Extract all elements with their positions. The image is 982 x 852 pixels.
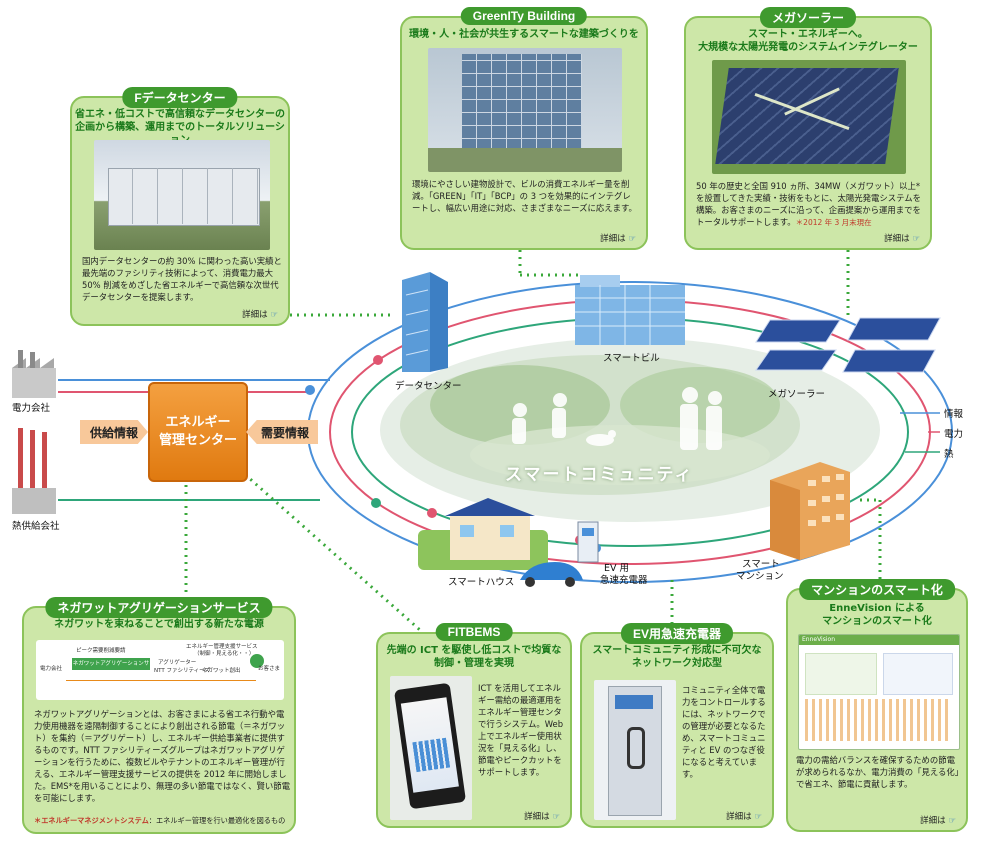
hand-pointer-icon: ☞ xyxy=(270,310,278,320)
panel-body-text: 電力の需給バランスを確保するための節電が求められるなか、電力消費の「見える化」で… xyxy=(796,755,959,789)
more-link[interactable]: 詳細は ☞ xyxy=(920,816,956,826)
power-company-factory xyxy=(12,350,56,398)
smarthouse-label: スマートハウス xyxy=(448,577,515,588)
datacenter-photo xyxy=(94,140,270,250)
demand-info-arrow: 需要情報 xyxy=(246,420,318,444)
datacenter-label: データセンター xyxy=(395,381,462,392)
more-link[interactable]: 詳細は ☞ xyxy=(884,234,920,244)
panel-subtitle-2: 制御・管理を実現 xyxy=(434,658,514,669)
panel-mega-solar: メガソーラー スマート・エネルギーへ。 大規模な太陽光発電のシステムインテグレー… xyxy=(684,7,932,250)
ennevision-screenshot: EnneVision xyxy=(798,634,960,750)
ems-label-line1: エネルギー xyxy=(165,415,231,430)
greenity-photo xyxy=(428,48,622,172)
panel-title: メガソーラー xyxy=(759,7,857,28)
heat-company-label: 熱供給会社 xyxy=(12,521,60,532)
ev-label-line1: EV 用 xyxy=(604,563,630,574)
ems-footnote: ＊エネルギーマネジメントシステム：エネルギー管理を行い最適化を図るもの xyxy=(34,816,285,826)
negawatt-flow-figure: 電力会社 ピーク需要削減要請 ネガワットアグリゲーションサービス アグリゲーター… xyxy=(36,640,284,700)
datacenter-building xyxy=(402,272,448,372)
mansion-building xyxy=(770,462,850,560)
panel-greenity-building: GreenITy Building 環境・人・社会が共生するスマートな建築づくり… xyxy=(400,7,648,250)
more-link[interactable]: 詳細は ☞ xyxy=(242,310,278,320)
smart-house xyxy=(418,498,548,570)
panel-title: マンションのスマート化 xyxy=(799,579,955,600)
panel-title: EV用急速充電器 xyxy=(620,623,734,644)
panel-title: FITBEMS xyxy=(435,623,513,641)
legend-info: 情報 xyxy=(944,409,964,420)
hand-pointer-icon: ☞ xyxy=(628,234,636,244)
panel-negawatt-aggregation: ネガワットアグリゲーションサービス ネガワットを束ねることで創出する新たな電源 … xyxy=(22,597,296,834)
legend-heat: 熱 xyxy=(944,449,954,460)
panel-subtitle-2: ネットワーク対応型 xyxy=(632,658,722,669)
fig-ems-sub: （制御・見える化・・） xyxy=(194,651,255,657)
mansion-label-line2: マンション xyxy=(736,571,784,582)
panel-subtitle-2: マンションのスマート化 xyxy=(822,616,932,627)
more-link[interactable]: 詳細は ☞ xyxy=(726,812,762,822)
ems-label-line2: 管理センター xyxy=(158,433,237,448)
panel-f-datacenter: Fデータセンター 省エネ・低コストで高信頼なデータセンターの 企画から構築、運用… xyxy=(70,87,290,326)
demand-info-label: 需要情報 xyxy=(260,425,309,440)
panel-subtitle-1: ネガワットを束ねることで創出する新たな電源 xyxy=(54,619,264,630)
fig-ems-service: エネルギー管理支援サービス xyxy=(186,644,258,650)
panel-subtitle-1: 環境・人・社会が共生するスマートな建築づくりを xyxy=(409,29,639,40)
ev-charger-illustration xyxy=(520,521,599,587)
panel-subtitle-1: スマート・エネルギーへ。 xyxy=(748,29,868,40)
panel-subtitle-1: EnneVision による xyxy=(829,603,925,614)
fig-ntt-facilities: NTT ファシリティーズ xyxy=(154,668,210,674)
hand-pointer-icon: ☞ xyxy=(754,812,762,822)
fig-negawatt-box: ネガワットアグリゲーションサービス xyxy=(72,658,150,679)
hand-pointer-icon: ☞ xyxy=(948,816,956,826)
community-title: スマートコミュニティ xyxy=(505,465,694,485)
power-company-label: 電力会社 xyxy=(12,403,51,414)
mega-body: 50 年の歴史と全国 910 ヵ所、34MW（メガワット）以上*を設置してきた実… xyxy=(696,181,921,227)
more-link[interactable]: 詳細は ☞ xyxy=(600,234,636,244)
smartbuilding-label: スマートビル xyxy=(603,353,660,364)
mega-solar-photo xyxy=(712,60,906,174)
footnote-value: ：エネルギー管理を行い最適化を図るもの xyxy=(148,816,286,825)
panel-body-text: ICT を活用してエネルギー需給の最適運用をエネルギー管理センタで行うシステム。… xyxy=(478,683,564,777)
mega-note: ＊2012 年 3 月末現在 xyxy=(795,218,872,227)
panel-mansion-smart: マンションのスマート化 EnneVision による マンションのスマート化 E… xyxy=(786,579,968,832)
ev-label-line2: 急速充電器 xyxy=(600,575,648,586)
panel-fitbems: FITBEMS 先端の ICT を駆使し低コストで均質な 制御・管理を実現 IC… xyxy=(376,623,572,828)
supply-info-arrow: 供給情報 xyxy=(80,420,148,444)
supply-info-label: 供給情報 xyxy=(89,425,138,440)
app-header: EnneVision xyxy=(799,635,959,645)
fig-customer: お客さま xyxy=(258,666,281,672)
panel-title: GreenITy Building xyxy=(460,7,588,25)
panel-title: Fデータセンター xyxy=(122,87,238,108)
legend-power: 電力 xyxy=(944,429,964,440)
panel-subtitle-1: 省エネ・低コストで高信頼なデータセンターの xyxy=(75,109,285,120)
fig-negawatt-create: ネガワット創出 xyxy=(202,668,241,674)
fig-power-company: 電力会社 xyxy=(40,666,63,672)
mansion-label-line1: スマート xyxy=(742,559,780,570)
energy-management-center: エネルギー 管理センター xyxy=(148,382,248,482)
hand-pointer-icon: ☞ xyxy=(912,234,920,244)
megasolar-label: メガソーラー xyxy=(768,389,826,400)
panel-body-text: コミュニティ全体で電力をコントロールするには、ネットワークでの管理が必要となるた… xyxy=(682,685,766,779)
heat-company-plant xyxy=(12,428,56,514)
panel-ev-charger: EV用急速充電器 スマートコミュニティ形成に不可欠な ネットワーク対応型 コミュ… xyxy=(580,623,774,828)
panel-subtitle-1: スマートコミュニティ形成に不可欠な xyxy=(592,645,762,656)
solar-panels xyxy=(755,317,941,373)
fig-aggregator: アグリゲーター xyxy=(158,660,197,666)
hand-pointer-icon: ☞ xyxy=(552,812,560,822)
panel-subtitle-2: 大規模な太陽光発電のシステムインテグレーター xyxy=(698,42,918,53)
smartphone-photo xyxy=(390,676,472,820)
ev-charger-photo xyxy=(594,680,676,820)
fig-peak-request: ピーク需要削減要請 xyxy=(76,648,126,654)
more-link[interactable]: 詳細は ☞ xyxy=(524,812,560,822)
panel-body-text: 環境にやさしい建物設計で、ビルの消費エネルギー量を削減。「GREEN」「IT」「… xyxy=(412,179,637,213)
footnote-key: ＊エネルギーマネジメントシステム xyxy=(34,816,149,825)
panel-title: ネガワットアグリゲーションサービス xyxy=(45,597,273,618)
panel-body-text: 国内データセンターの約 30% に関わった高い実績と最先端のファシリティ技術によ… xyxy=(82,256,282,302)
panel-subtitle-1: 先端の ICT を駆使し低コストで均質な xyxy=(386,645,562,656)
panel-body-text: ネガワットアグリゲーションとは、お客さまによる省エネ行動や電力使用機器を遠隔制御… xyxy=(34,709,291,803)
dotted-connectors xyxy=(184,250,882,632)
smart-building xyxy=(575,275,685,345)
people-silhouettes xyxy=(512,387,722,450)
panel-body-text: 50 年の歴史と全国 910 ヵ所、34MW（メガワット）以上*を設置してきた実… xyxy=(696,180,922,229)
